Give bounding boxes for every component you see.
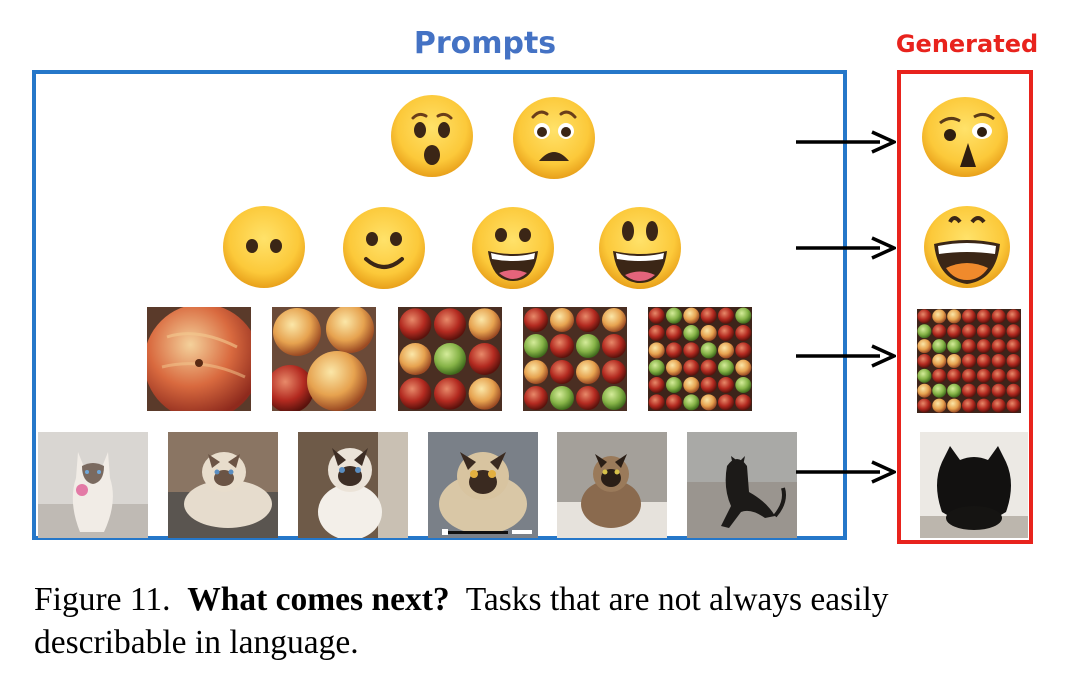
cat-photo-1 [38,432,148,538]
cat-photo-4 [428,432,538,538]
arrow-row-1 [796,130,896,154]
cat-photo-3 [298,432,408,538]
grinning-big-eyes-face-icon [599,207,681,289]
distorted-face-icon [922,97,1008,177]
arrow-row-2 [796,236,896,260]
slightly-smiling-face-icon [343,207,425,289]
hushed-face-icon [391,95,473,177]
anguished-face-icon [513,97,595,179]
grinning-face-icon [472,207,554,289]
prompts-box [32,70,847,540]
arrow-row-4 [796,460,896,484]
prompts-label: Prompts [413,26,557,61]
cat-photo-5 [557,432,667,538]
figure-caption: Figure 11. What comes next? Tasks that a… [34,578,1054,664]
caption-figure-number: Figure 11. [34,581,171,618]
apple-photo-3 [398,307,502,411]
generated-label: Generated [895,30,1039,58]
generated-box [897,70,1033,544]
apple-photo-4 [523,307,627,411]
cat-photo-6 [687,432,797,538]
apple-photo-5 [648,307,752,411]
generated-apple-photo [917,309,1021,413]
generated-cat-photo [920,432,1028,538]
caption-text-line1: Tasks that are not always easily [465,581,889,618]
arrow-row-3 [796,344,896,368]
generated-grin-face-icon [924,206,1010,288]
caption-text-line2: describable in language. [34,624,359,661]
neutral-face-icon [223,206,305,288]
cat-photo-2 [168,432,278,538]
apple-photo-2 [272,307,376,411]
apple-photo-1 [147,307,251,411]
caption-title: What comes next? [187,581,450,618]
